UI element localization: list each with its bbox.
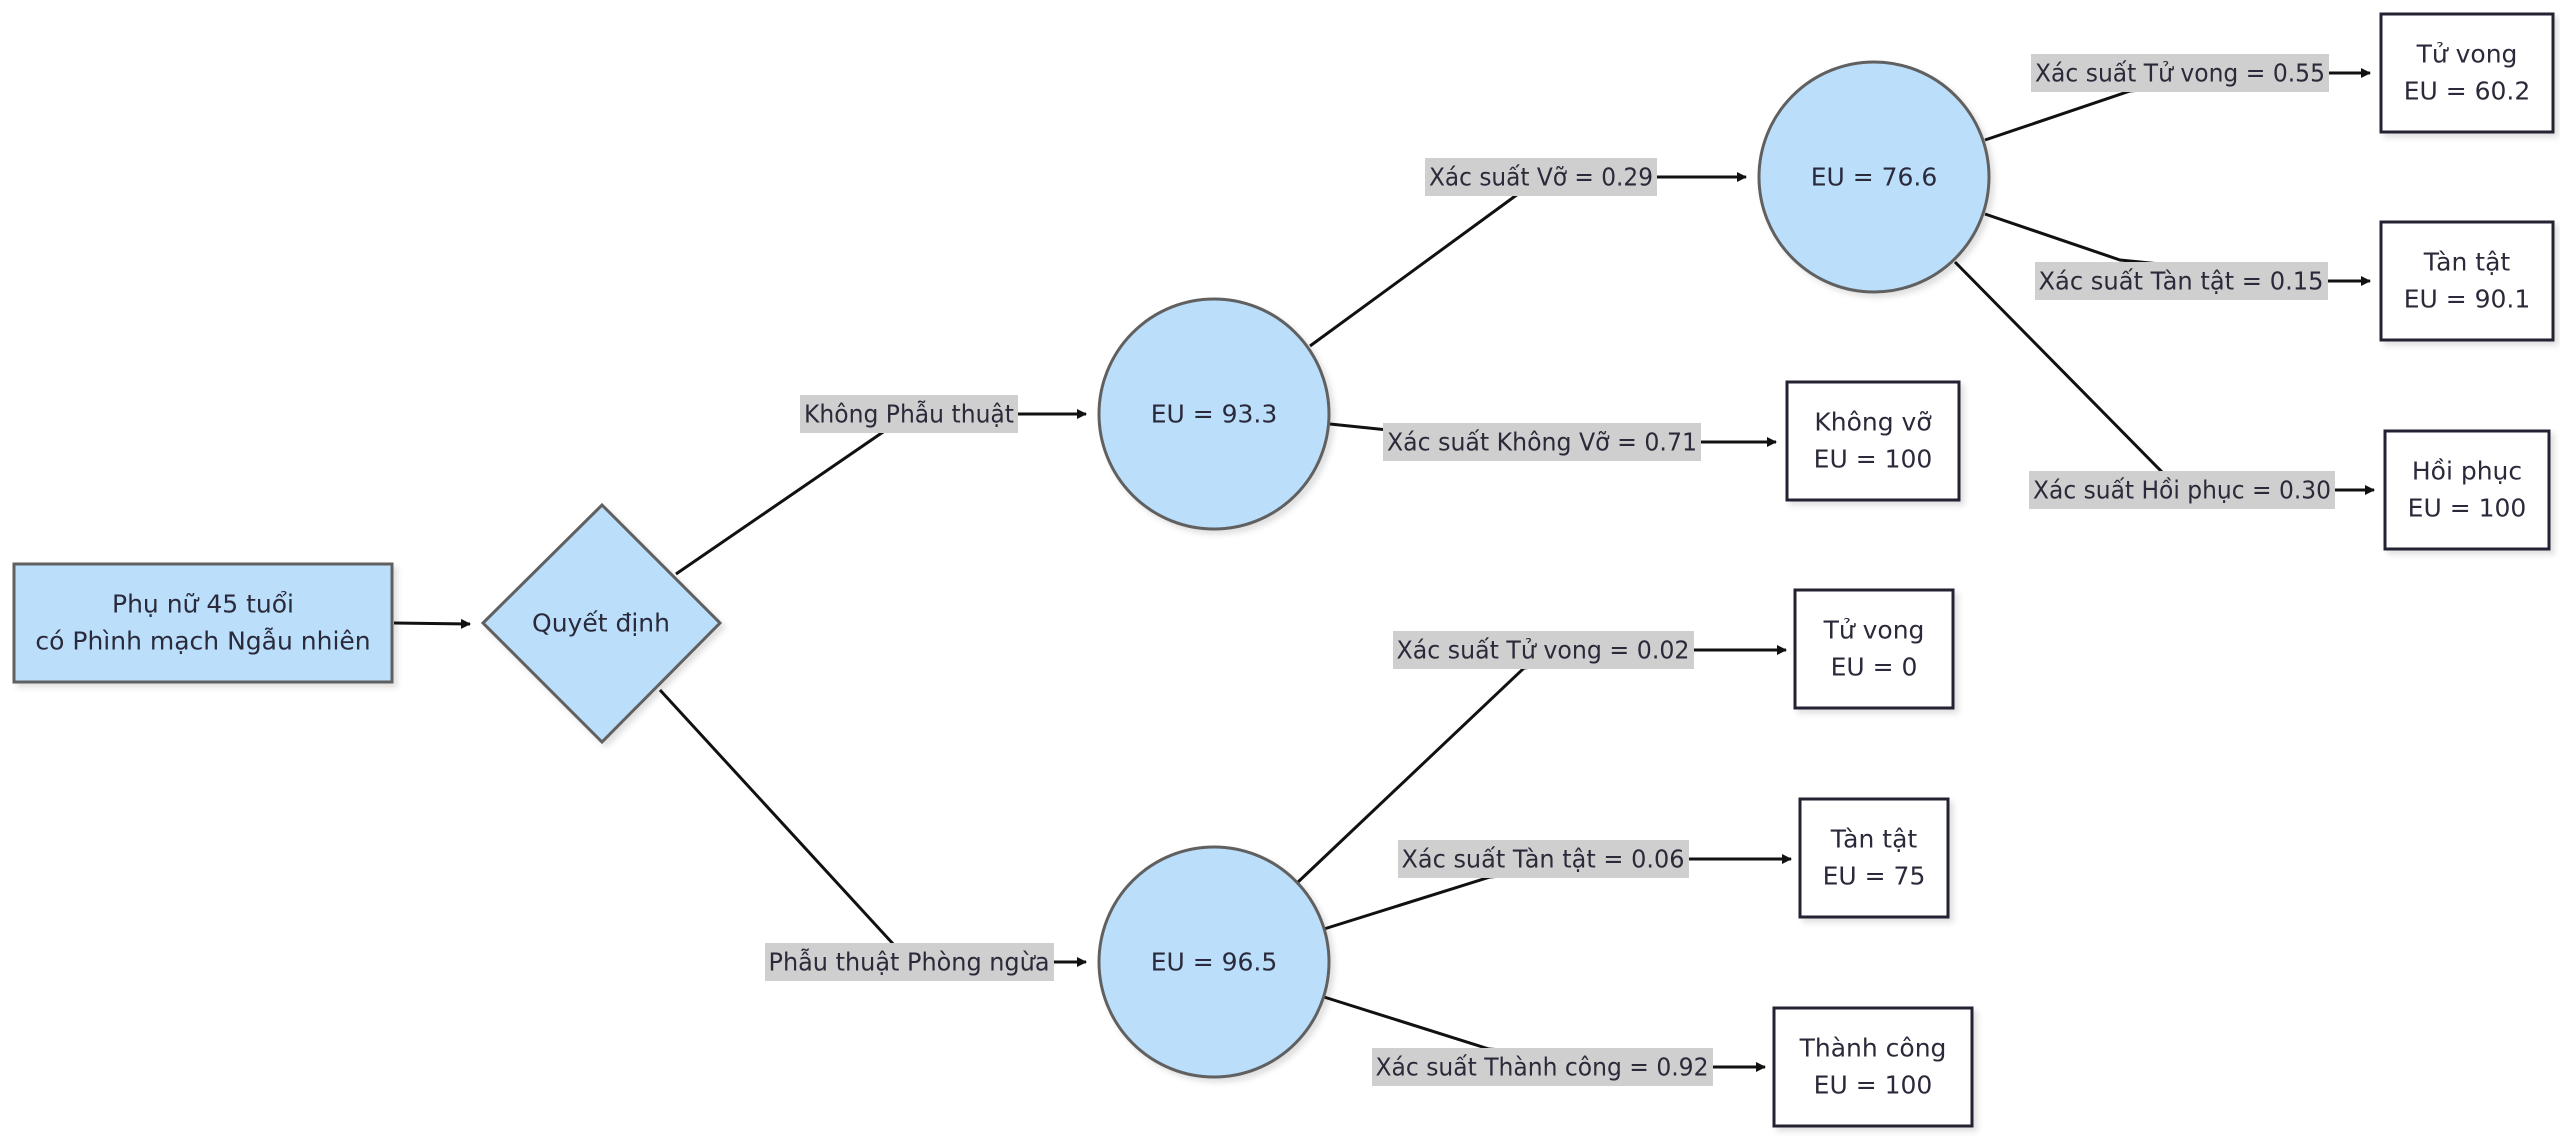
edge-label-prophylactic-surgery: Phẫu thuật Phòng ngừa (765, 943, 1054, 981)
outcome-node-rupture-death-line1: Tử vong (2416, 40, 2518, 69)
outcome-node-no-rupture-line1: Không vỡ (1814, 408, 1932, 437)
outcome-node-rupture-death: Tử vong EU = 60.2 (2379, 12, 2555, 134)
edge-label-surgery-success: Xác suất Thành công = 0.92 (1372, 1048, 1713, 1086)
edge-rupture (1309, 172, 1747, 348)
chance-node-no-surgery-label: EU = 93.3 (1151, 400, 1278, 429)
edge-label-rupture-disability-text: Xác suất Tàn tật = 0.15 (2039, 267, 2324, 296)
edge-label-surgery-death-text: Xác suất Tử vong = 0.02 (1397, 636, 1690, 665)
edge-label-surgery-success-text: Xác suất Thành công = 0.92 (1376, 1053, 1709, 1082)
outcome-node-surgery-death: Tử vong EU = 0 (1793, 588, 1955, 710)
start-node-line2: có Phình mạch Ngẫu nhiên (35, 627, 370, 656)
outcome-node-rupture-disability-line1: Tàn tật (2423, 248, 2511, 277)
outcome-node-rupture-recovery-line1: Hồi phục (2412, 457, 2522, 486)
nodes: Phụ nữ 45 tuổi có Phình mạch Ngẫu nhiên … (12, 12, 2555, 1128)
outcome-node-no-rupture: Không vỡ EU = 100 (1785, 380, 1961, 502)
chance-node-surgery: EU = 96.5 (1097, 845, 1331, 1079)
outcome-node-surgery-disability-line2: EU = 75 (1823, 862, 1926, 891)
edge-labels: Không Phẫu thuật Phẫu thuật Phòng ngừa X… (765, 54, 2335, 1086)
edge-label-rupture-recovery-text: Xác suất Hồi phục = 0.30 (2033, 476, 2331, 505)
edge-label-rupture-recovery: Xác suất Hồi phục = 0.30 (2029, 471, 2335, 509)
outcome-node-rupture-disability: Tàn tật EU = 90.1 (2379, 220, 2555, 342)
chance-node-no-surgery: EU = 93.3 (1097, 297, 1331, 531)
chance-node-rupture-label: EU = 76.6 (1811, 163, 1938, 192)
start-node: Phụ nữ 45 tuổi có Phình mạch Ngẫu nhiên (12, 562, 394, 684)
edge-label-rupture-text: Xác suất Vỡ = 0.29 (1429, 163, 1653, 192)
edge-prophylactic-surgery (658, 688, 1087, 967)
outcome-node-surgery-disability-line1: Tàn tật (1830, 825, 1918, 854)
edge-label-no-rupture: Xác suất Không Vỡ = 0.71 (1383, 423, 1701, 461)
decision-node: Quyết định (480, 502, 723, 745)
edge-no-surgery (675, 409, 1087, 576)
chance-node-rupture: EU = 76.6 (1757, 60, 1991, 294)
edge-label-rupture-death: Xác suất Tử vong = 0.55 (2031, 54, 2329, 92)
edge-label-surgery-death: Xác suất Tử vong = 0.02 (1393, 631, 1694, 669)
outcome-node-no-rupture-line2: EU = 100 (1814, 445, 1933, 474)
outcome-node-surgery-disability: Tàn tật EU = 75 (1798, 797, 1950, 919)
chance-node-surgery-label: EU = 96.5 (1151, 948, 1278, 977)
outcome-node-surgery-success-line1: Thành công (1799, 1034, 1947, 1063)
edge-label-rupture: Xác suất Vỡ = 0.29 (1425, 158, 1657, 196)
outcome-node-rupture-recovery: Hồi phục EU = 100 (2383, 429, 2551, 551)
decision-node-label: Quyết định (532, 609, 670, 638)
edge-label-no-surgery: Không Phẫu thuật (800, 395, 1018, 433)
edge-label-no-surgery-text: Không Phẫu thuật (804, 400, 1014, 429)
outcome-node-surgery-death-line1: Tử vong (1823, 616, 1925, 645)
outcome-node-surgery-death-line2: EU = 0 (1831, 653, 1918, 682)
edge-label-rupture-death-text: Xác suất Tử vong = 0.55 (2035, 59, 2325, 88)
outcome-node-surgery-success: Thành công EU = 100 (1772, 1006, 1974, 1128)
outcome-node-rupture-death-line2: EU = 60.2 (2404, 77, 2531, 106)
edge-label-prophylactic-surgery-text: Phẫu thuật Phòng ngừa (769, 948, 1050, 977)
edge-label-surgery-disability-text: Xác suất Tàn tật = 0.06 (1402, 845, 1685, 874)
outcome-node-rupture-disability-line2: EU = 90.1 (2404, 285, 2531, 314)
outcome-node-surgery-success-line2: EU = 100 (1814, 1071, 1933, 1100)
edge-label-surgery-disability: Xác suất Tàn tật = 0.06 (1398, 840, 1689, 878)
outcome-node-rupture-recovery-line2: EU = 100 (2408, 494, 2527, 523)
edge-label-no-rupture-text: Xác suất Không Vỡ = 0.71 (1387, 428, 1697, 457)
edge-label-rupture-disability: Xác suất Tàn tật = 0.15 (2035, 262, 2328, 300)
edges (393, 68, 2375, 1072)
edge-start-to-decision (393, 618, 471, 629)
start-node-line1: Phụ nữ 45 tuổi (112, 590, 294, 619)
